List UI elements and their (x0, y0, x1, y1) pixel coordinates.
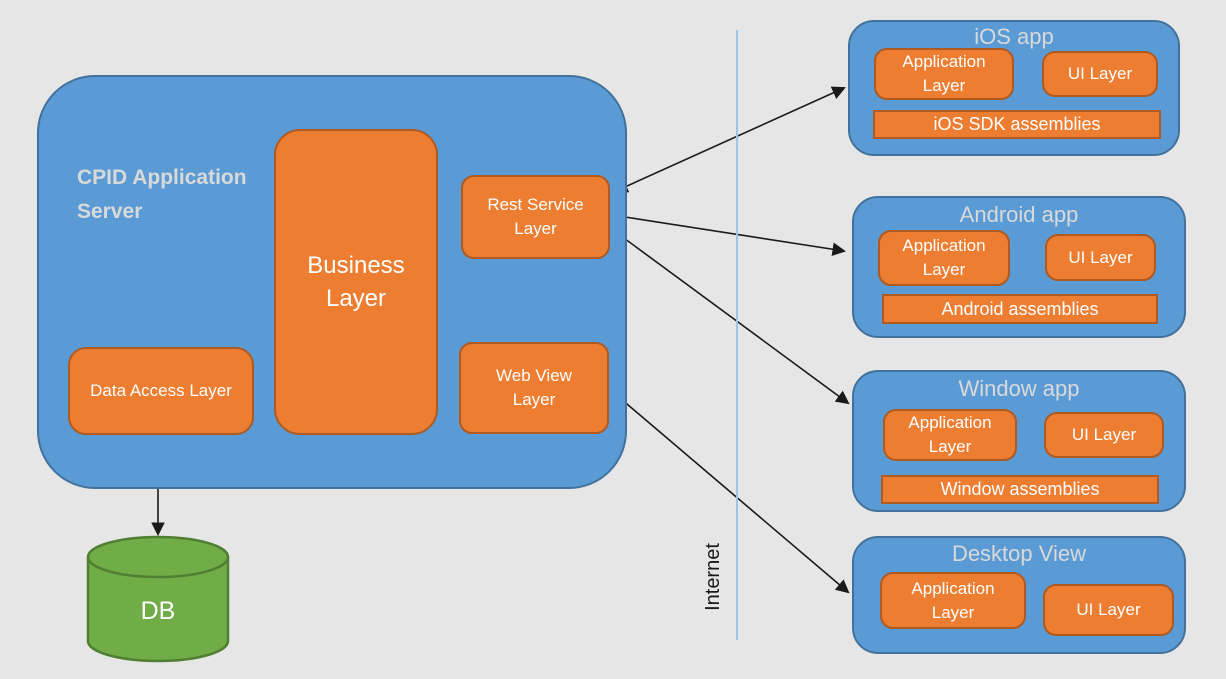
desktop-view-box: Desktop View Application Layer UI Layer (852, 536, 1186, 654)
web-view-layer-label: Web View Layer (496, 366, 572, 409)
desktop-application-layer-label: Application Layer (911, 578, 995, 622)
ios-application-layer-box: Application Layer (874, 48, 1014, 100)
desktop-application-layer-box: Application Layer (880, 572, 1026, 629)
android-application-layer-box: Application Layer (878, 230, 1010, 286)
arrow-rest-service-to-ios-app (614, 86, 846, 193)
ios-sdk-assemblies-bar: iOS SDK assemblies (873, 110, 1161, 139)
window-application-layer-box: Application Layer (883, 409, 1017, 461)
business-layer-label: Business Layer (307, 252, 405, 312)
ios-sdk-assemblies-label: iOS SDK assemblies (933, 114, 1101, 135)
desktop-ui-layer-label: UI Layer (1076, 600, 1141, 619)
rest-service-layer-box: Rest Service Layer (461, 175, 610, 259)
rest-service-layer-label: Rest Service Layer (487, 195, 584, 238)
ios-app-box: iOS app Application Layer UI Layer iOS S… (848, 20, 1180, 156)
window-application-layer-label: Application Layer (908, 413, 992, 456)
window-assemblies-bar: Window assemblies (881, 475, 1159, 504)
internet-label: Internet (702, 543, 724, 611)
web-view-layer-box: Web View Layer (459, 342, 609, 434)
window-assemblies-label: Window assemblies (940, 479, 1100, 500)
android-app-box: Android app Application Layer UI Layer A… (852, 196, 1186, 338)
ios-app-title: iOS app (974, 24, 1054, 49)
window-ui-layer-label: UI Layer (1071, 425, 1137, 444)
data-access-layer-label: Data Access Layer (90, 381, 232, 400)
window-app-title: Window app (958, 376, 1080, 401)
android-ui-layer-label: UI Layer (1068, 247, 1133, 267)
window-ui-layer-box: UI Layer (1044, 412, 1164, 458)
cpid-application-server-box: CPID Application Server Business Layer D… (37, 75, 627, 489)
desktop-ui-layer-box: UI Layer (1043, 584, 1174, 636)
window-app-box: Window app Application Layer UI Layer Wi… (852, 370, 1186, 512)
android-assemblies-bar: Android assemblies (882, 294, 1158, 324)
android-assemblies-label: Android assemblies (941, 298, 1099, 319)
android-application-layer-label: Application Layer (902, 236, 986, 279)
arrow-rest-service-to-window-app (611, 228, 850, 405)
ios-ui-layer-box: UI Layer (1042, 51, 1158, 97)
internet-divider-line (736, 30, 738, 640)
server-title: CPID Application Server (77, 166, 247, 223)
ios-ui-layer-label: UI Layer (1067, 64, 1133, 83)
android-ui-layer-box: UI Layer (1045, 234, 1156, 281)
ios-application-layer-label: Application Layer (902, 52, 986, 95)
data-access-layer-box: Data Access Layer (68, 347, 254, 435)
arrow-web-view-to-desktop-view (612, 391, 850, 594)
db-cylinder (86, 535, 230, 663)
desktop-view-title: Desktop View (951, 541, 1087, 566)
android-app-title: Android app (959, 202, 1079, 227)
arrow-rest-service-to-android-app (609, 210, 847, 256)
business-layer-box: Business Layer (274, 129, 438, 435)
db-label: DB (140, 597, 176, 625)
